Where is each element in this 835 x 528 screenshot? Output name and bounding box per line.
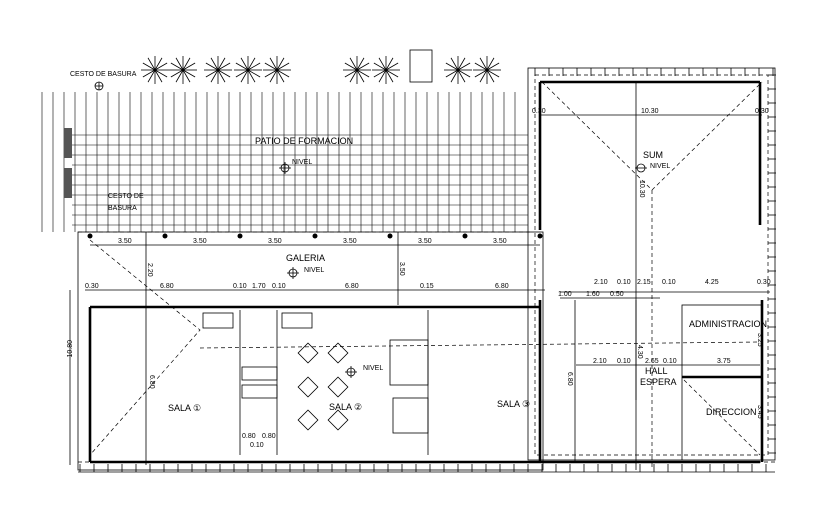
dim-row2: 0.10: [272, 283, 286, 290]
dim-admin-row: 4.25: [705, 279, 719, 286]
hedge: [64, 128, 72, 158]
tree-icon: [169, 56, 197, 84]
dim-admin-row: 0.30: [757, 279, 771, 286]
dim-sum-right: 0.30: [755, 108, 769, 115]
level-label: NIVEL: [363, 365, 383, 372]
dim-galeria-left: 2.20: [146, 263, 153, 277]
level-marker-patio: [279, 162, 291, 174]
dim-toilet: 0.10: [250, 442, 264, 449]
dim-galeria-bay: 3.50: [493, 238, 507, 245]
dim-admin-row: 2.15: [637, 279, 651, 286]
sala-2-label: SALA ②: [329, 402, 362, 412]
dim-galeria-bay: 3.50: [418, 238, 432, 245]
tree-icon: [204, 56, 232, 84]
dim-galeria-bay: 3.50: [193, 238, 207, 245]
dim-hall-row: 2.65: [645, 358, 659, 365]
trees: [141, 56, 501, 84]
dim-sum-depth: 10.30: [638, 180, 645, 198]
column-marker: [387, 233, 393, 239]
dim-admin-row: 0.10: [662, 279, 676, 286]
dim-sum-width: 10.30: [641, 108, 659, 115]
dim-hall-row: 0.10: [663, 358, 677, 365]
tree-icon: [473, 56, 501, 84]
column-marker: [237, 233, 243, 239]
dim-row2: 0.30: [85, 283, 99, 290]
tree-icon: [372, 56, 400, 84]
dim-admin-depth: 3.25: [756, 333, 763, 347]
sala-3-label: SALA ③: [497, 399, 530, 409]
hall-label: HALL: [645, 366, 668, 376]
dim-row2: 0.15: [420, 283, 434, 290]
column-marker: [312, 233, 318, 239]
dim-galeria-bay: 3.50: [118, 238, 132, 245]
galeria-outline: [77, 231, 544, 471]
dim-galeria-depth: 3.50: [398, 262, 405, 276]
dim-sum-left: 0.30: [532, 108, 546, 115]
tree-icon: [141, 56, 169, 84]
direccion-label: DIRECCION: [706, 407, 757, 417]
dim-toilet: 0.80: [262, 433, 276, 440]
sum-label: SUM: [643, 150, 663, 160]
planter-box: [409, 49, 433, 83]
level-label: NIVEL: [304, 267, 324, 274]
level-marker-sum: [635, 163, 647, 173]
trash-bin-side-label-2: BASURA: [108, 205, 137, 212]
dim-sala-height: 6.80: [148, 375, 155, 389]
sum-outline: [527, 67, 776, 461]
level-label: NIVEL: [292, 159, 312, 166]
dim-building-height: 10.80: [67, 340, 74, 358]
tree-icon: [444, 56, 472, 84]
espera-label: ESPERA: [640, 377, 677, 387]
trash-bin-icon: [94, 81, 104, 91]
tree-icon: [234, 56, 262, 84]
patio-label: PATIO DE FORMACION: [255, 136, 353, 146]
column-marker: [537, 233, 543, 239]
table-icon: [297, 342, 319, 364]
dim-hall-height: 4.30: [636, 345, 643, 359]
trash-bin-label: CESTO DE BASURA: [70, 71, 137, 78]
galeria-label: GALERIA: [286, 253, 325, 263]
column-marker: [87, 233, 93, 239]
administracion-label: ADMINISTRACION: [689, 319, 767, 329]
column-marker: [462, 233, 468, 239]
table-icon: [297, 376, 319, 398]
dim-service-row: 1.60: [586, 291, 600, 298]
trash-bin-side-label: CESTO DE: [108, 193, 144, 200]
patio-paving-grid: [41, 92, 530, 233]
dim-row2: 6.80: [345, 283, 359, 290]
dim-hall-row: 0.10: [617, 358, 631, 365]
table-icon: [297, 409, 319, 431]
dim-galeria-bay: 3.50: [268, 238, 282, 245]
dim-sala3-height: 6.80: [566, 372, 573, 386]
table-icon: [327, 376, 349, 398]
level-label: NIVEL: [650, 163, 670, 170]
level-marker-galeria: [287, 267, 299, 279]
hedge: [64, 168, 72, 198]
dim-row2: 0.10: [233, 283, 247, 290]
level-marker-sala2: [345, 366, 357, 378]
dim-hall-row: 3.75: [717, 358, 731, 365]
dim-admin-row: 2.10: [594, 279, 608, 286]
column-marker: [162, 233, 168, 239]
table-icon: [327, 409, 349, 431]
dim-service-row: 1.00: [558, 291, 572, 298]
dim-row2: 6.80: [160, 283, 174, 290]
dim-hall-row: 2.10: [593, 358, 607, 365]
dim-row2: 1.70: [252, 283, 266, 290]
dim-direccion-depth: 3.45: [756, 405, 763, 419]
sala-1-label: SALA ①: [168, 403, 201, 413]
tree-icon: [263, 56, 291, 84]
dim-service-row: 0.50: [610, 291, 624, 298]
dim-toilet: 0.80: [242, 433, 256, 440]
dim-galeria-bay: 3.50: [343, 238, 357, 245]
tree-icon: [343, 56, 371, 84]
table-icon: [327, 342, 349, 364]
dim-row2: 6.80: [495, 283, 509, 290]
dim-admin-row: 0.10: [617, 279, 631, 286]
